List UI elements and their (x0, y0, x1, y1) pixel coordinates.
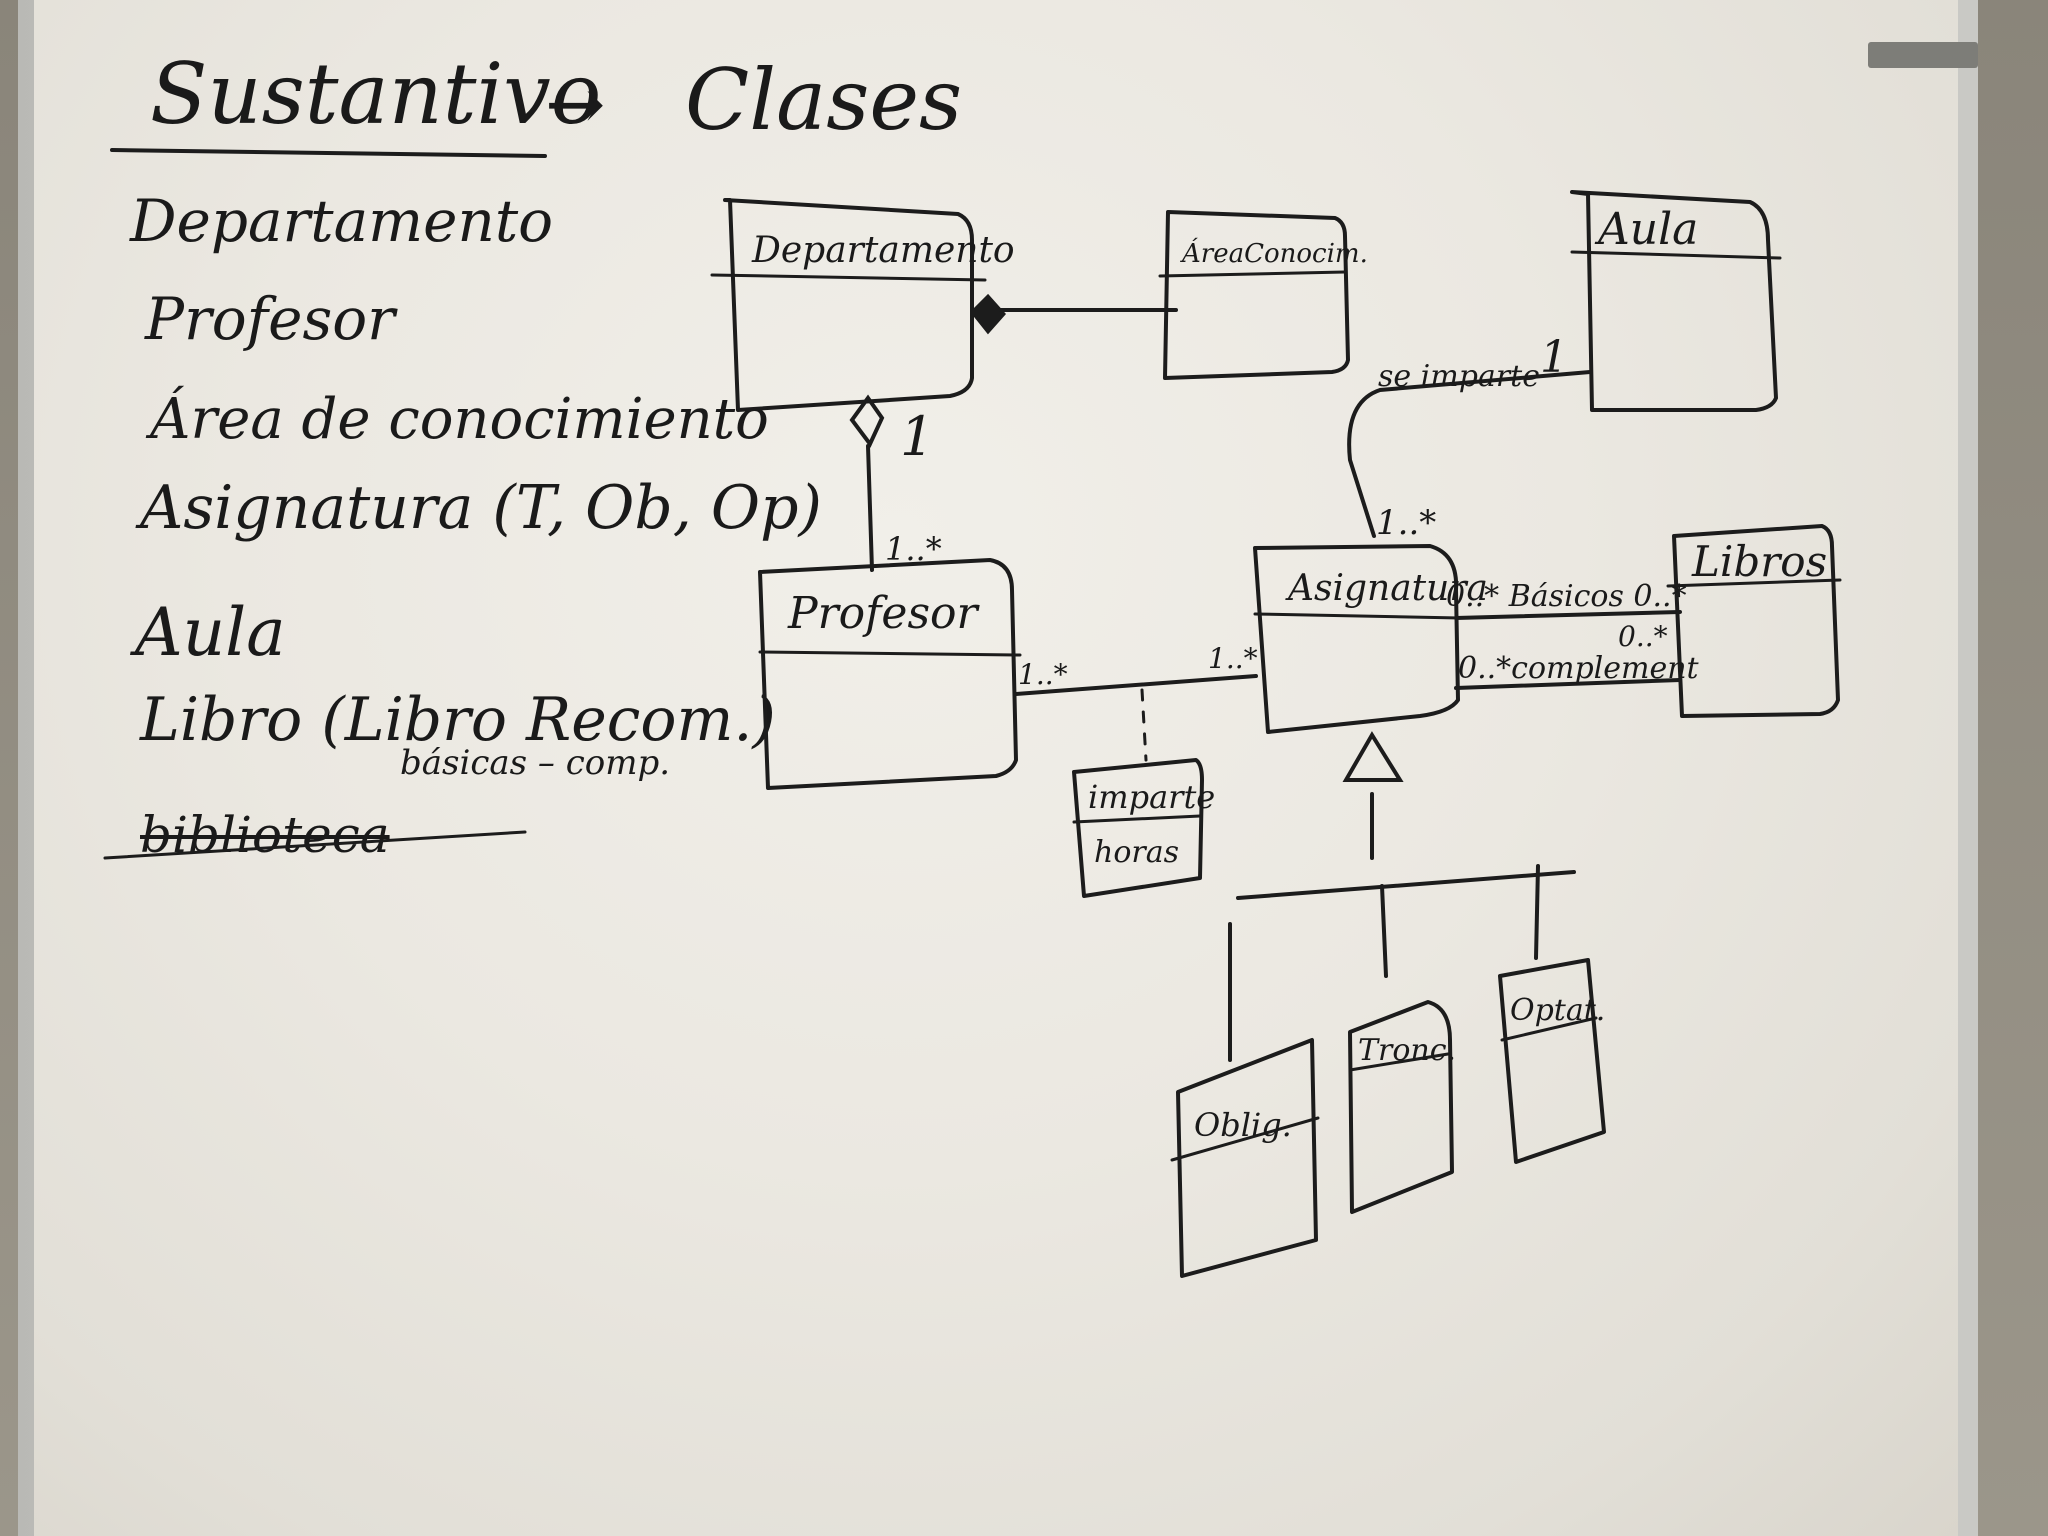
label-prof-mult: 1..* (885, 530, 942, 568)
heading-arrow: → (545, 62, 606, 146)
class-area-conocimiento: ÁreaConocim. (1158, 210, 1368, 380)
generalization-branch-optat (1534, 864, 1540, 960)
association-prof-asig (1014, 674, 1258, 696)
heading-underline (110, 148, 547, 158)
list-item-area: Área de conocimiento (150, 387, 769, 452)
class-departamento: Departamento (710, 198, 1015, 412)
class-profesor: Profesor (758, 558, 1022, 790)
association-asig-aula (1347, 370, 1592, 538)
whiteboard (34, 0, 1958, 1536)
class-imparte-attr: horas (1094, 835, 1179, 870)
aggregation-diamond (849, 394, 885, 448)
class-oblig: Oblig. (1170, 1038, 1320, 1278)
label-basicos: 0..* Básicos 0..* (1446, 579, 1687, 614)
class-aula: Aula (1570, 190, 1782, 412)
class-tronc: Tronc. (1348, 1000, 1456, 1214)
association-basicos (1454, 610, 1682, 620)
list-item-basicas-comp: básicas – comp. (400, 743, 671, 783)
label-asig-aula-mult: 1..* (1376, 503, 1436, 543)
class-aula-name: Aula (1594, 204, 1698, 255)
class-asignatura: Asignatura (1253, 544, 1488, 734)
list-item-profesor: Profesor (145, 285, 395, 353)
association-complement (1454, 678, 1682, 690)
class-libros-name: Libros (1691, 537, 1827, 586)
heading-clases: Clases (685, 51, 963, 149)
generalization-triangle (1342, 731, 1404, 782)
class-area-name: ÁreaConocim. (1180, 237, 1368, 269)
generalization-bus (1236, 870, 1576, 900)
heading-sustantivo: Sustantivo (150, 45, 602, 143)
composition-diamond (969, 293, 1007, 335)
class-departamento-name: Departamento (751, 230, 1015, 271)
label-complement: 0..*complement (1458, 651, 1700, 686)
aggregation-line (866, 444, 874, 572)
label-assoc-asig-mult: 1..* (1208, 642, 1258, 675)
label-complement-mult: 0..* (1618, 620, 1668, 653)
label-dept-mult: 1 (900, 405, 934, 468)
class-libros: Libros (1666, 524, 1842, 718)
class-imparte-name: imparte (1088, 778, 1215, 816)
list-item-departamento: Departamento (130, 187, 554, 255)
class-asignatura-name: Asignatura (1285, 568, 1488, 609)
list-item-asignatura: Asignatura (T, Ob, Op) (140, 473, 822, 543)
association-class-dashed (1140, 688, 1148, 762)
list-item-biblioteca-crossed: biblioteca (140, 806, 390, 864)
list-item-libro: Libro (Libro Recom.) (140, 685, 776, 755)
biblioteca-strike-extra (103, 830, 527, 860)
generalization-branch-tronc (1380, 884, 1388, 978)
label-assoc-prof-mult: 1..* (1018, 658, 1068, 691)
label-se-imparte-mult: 1 (1540, 332, 1568, 383)
class-profesor-name: Profesor (787, 588, 981, 639)
class-optat: Optat. (1498, 958, 1606, 1164)
class-imparte: imparte horas (1072, 758, 1215, 898)
marker-tray-clip (1868, 42, 1978, 68)
list-item-aula: Aula (135, 594, 286, 671)
label-se-imparte: se imparte (1378, 359, 1540, 394)
class-tronc-name: Tronc. (1358, 1033, 1456, 1068)
class-oblig-name: Oblig. (1194, 1106, 1292, 1144)
class-optat-name: Optat. (1510, 993, 1605, 1028)
